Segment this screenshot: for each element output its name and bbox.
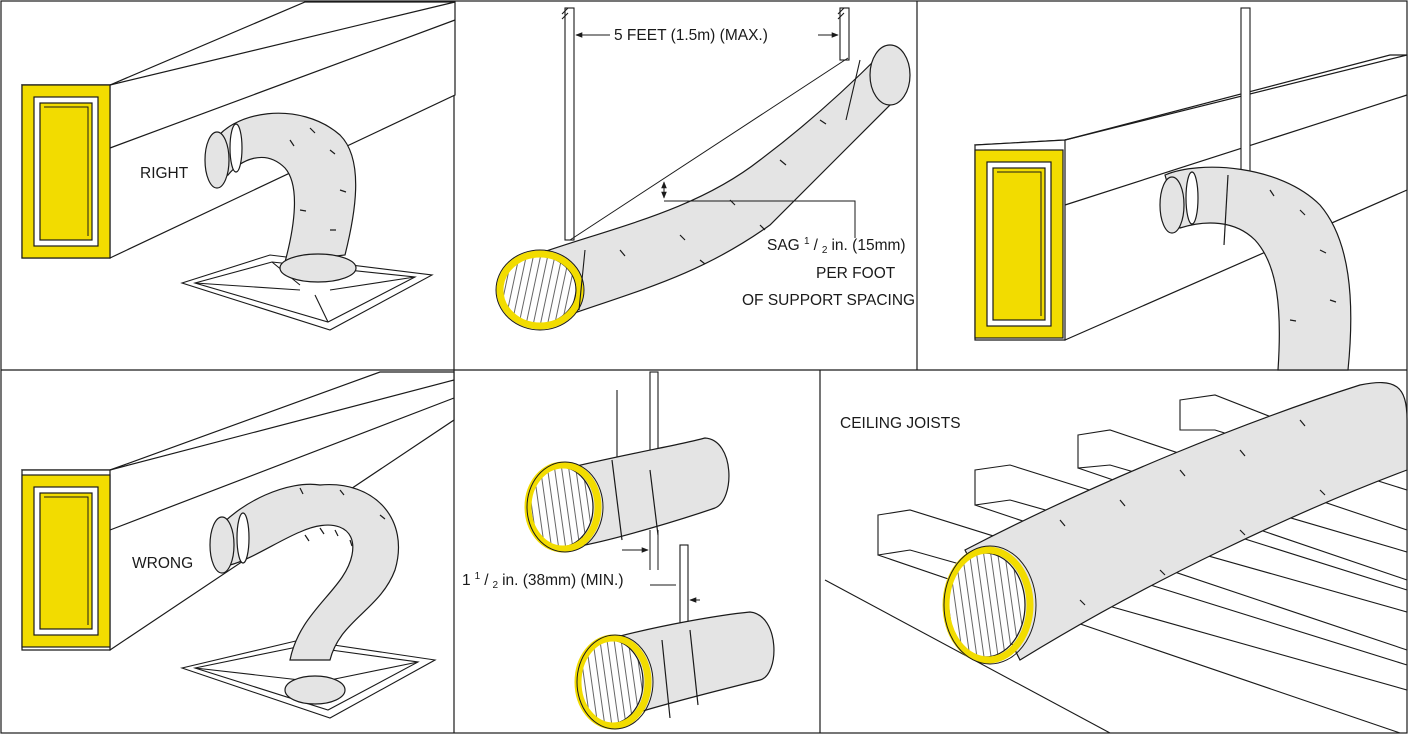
flex-duct-sagging	[495, 44, 911, 331]
sag-fraction-num: 1	[804, 236, 810, 247]
gap-fraction-den: 2	[493, 580, 499, 591]
gap-whole: 1	[462, 572, 471, 589]
spacing-max-label: 5 FEET (1.5m) (MAX.)	[614, 27, 768, 44]
wrong-label: WRONG	[132, 555, 193, 572]
per-foot-label: PER FOOT	[816, 265, 896, 282]
min-gap-label: 1 1 / 2 in. (38mm) (MIN.)	[462, 566, 623, 592]
flex-duct-kinked	[209, 483, 400, 705]
panel-min-spacing: 1 1 / 2 in. (38mm) (MIN.)	[462, 371, 775, 730]
gap-suffix: in. (38mm) (MIN.)	[502, 572, 623, 589]
sag-prefix: SAG	[767, 237, 804, 254]
min-gap-dimension	[622, 530, 700, 603]
panel-support-spacing: 5 FEET (1.5m) (MAX.) SAG 1 / 2 in. (15mm…	[495, 7, 915, 331]
sag-guide-line	[569, 57, 856, 241]
flex-duct-elbow-hung	[1159, 166, 1352, 371]
panel-wrong-connection: WRONG	[21, 371, 455, 719]
sag-suffix: in. (15mm)	[831, 237, 905, 254]
flex-duct-upper	[524, 437, 730, 553]
panel-ceiling-joists: CEILING JOISTS	[824, 381, 1408, 734]
flex-duct-lower	[574, 611, 775, 730]
gap-fraction-num: 1	[475, 571, 481, 582]
ceiling-diffuser	[180, 254, 434, 331]
sag-fraction-den: 2	[822, 245, 828, 256]
right-label: RIGHT	[140, 165, 189, 182]
panel-right-connection: RIGHT	[21, 1, 456, 331]
support-spacing-label: OF SUPPORT SPACING	[742, 292, 915, 309]
sag-label: SAG 1 / 2 in. (15mm)	[767, 231, 906, 257]
flex-duct-elbow-right	[204, 112, 357, 283]
ceiling-joists-label: CEILING JOISTS	[840, 415, 961, 432]
flex-duct-on-joists	[942, 381, 1408, 665]
panel-hanger-elbow	[974, 7, 1408, 371]
